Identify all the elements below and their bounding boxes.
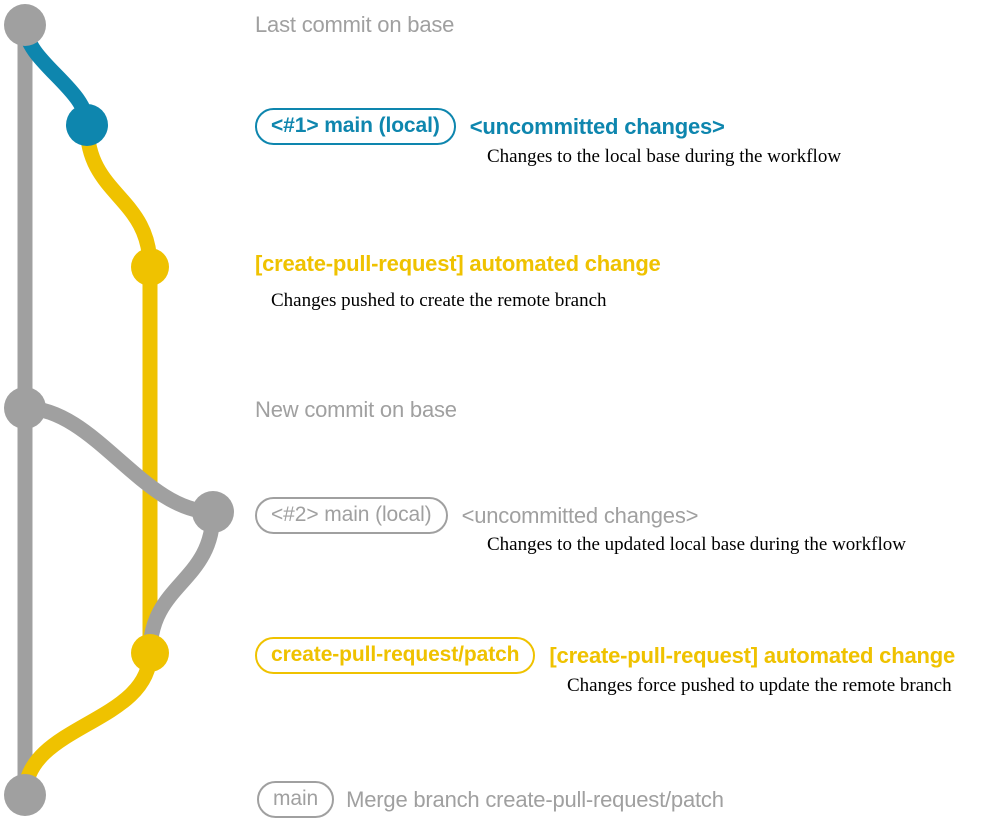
annotation-title: Merge branch create-pull-request/patch (346, 786, 724, 812)
branch-badge-create-pull-request-patch[interactable]: create-pull-request/patch (255, 637, 536, 674)
branch-badge-main[interactable]: main (257, 781, 335, 818)
annotation-subtitle-automated-change-2: Changes force pushed to update the remot… (567, 675, 952, 696)
annotation-local-commit-1: <#1> main (local) <uncommitted changes> (255, 108, 725, 145)
annotation-title: Last commit on base (255, 12, 455, 37)
annotation-subtitle-automated-change-1: Changes pushed to create the remote bran… (271, 290, 607, 311)
annotation-last-commit-on-base: Last commit on base (255, 14, 454, 36)
annotation-local-commit-2: <#2> main (local) <uncommitted changes> (255, 497, 698, 534)
annotation-automated-change-1: [create-pull-request] automated change (255, 253, 661, 275)
annotation-title: [create-pull-request] automated change (549, 642, 955, 668)
annotation-automated-change-2: create-pull-request/patch [create-pull-r… (255, 637, 955, 674)
branch-badge-main-local-1[interactable]: <#1> main (local) (255, 108, 456, 145)
branch-badge-main-local-2[interactable]: <#2> main (local) (255, 497, 448, 534)
annotation-new-commit-on-base: New commit on base (255, 399, 457, 421)
annotation-title: <uncommitted changes> (469, 113, 725, 139)
annotation-title: <uncommitted changes> (461, 502, 699, 528)
annotation-title: New commit on base (255, 397, 457, 422)
annotation-subtitle-local-commit-2: Changes to the updated local base during… (487, 534, 906, 555)
annotation-merge-commit: main Merge branch create-pull-request/pa… (257, 781, 724, 818)
annotation-subtitle-local-commit-1: Changes to the local base during the wor… (487, 146, 842, 167)
annotation-title: [create-pull-request] automated change (255, 251, 661, 276)
